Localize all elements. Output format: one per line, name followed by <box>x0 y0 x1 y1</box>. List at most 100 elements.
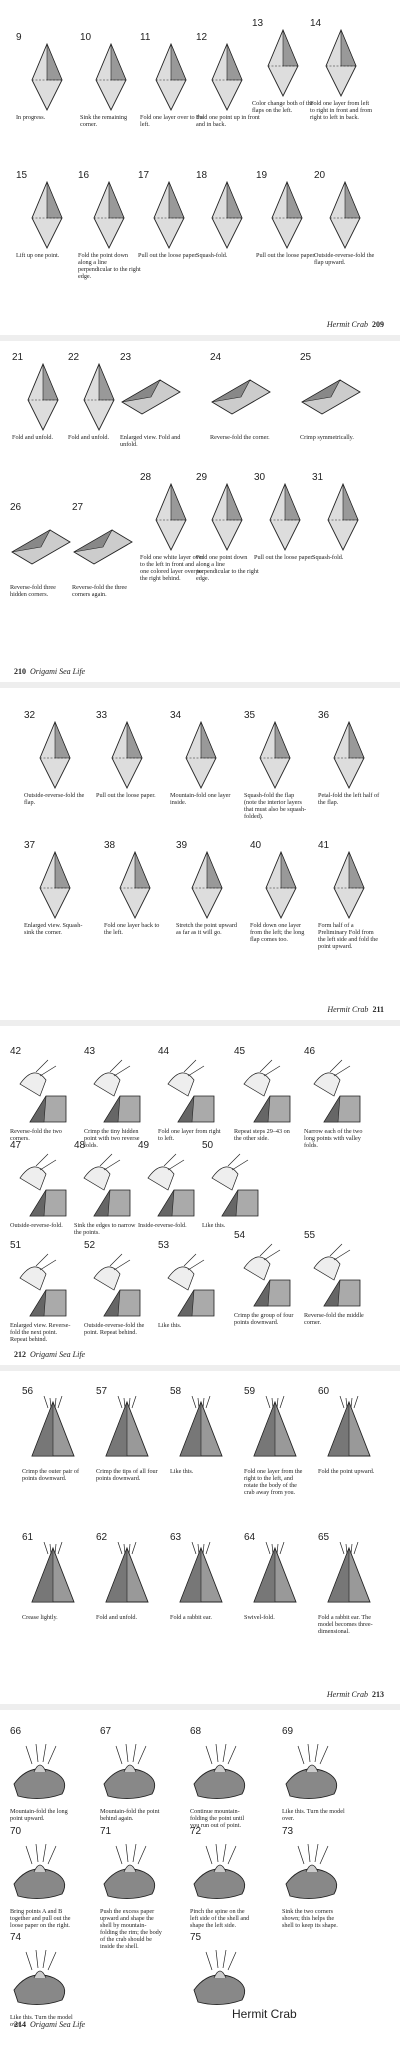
step-number: 61 <box>22 1532 34 1543</box>
step-20: 20 Outside-reverse-fold the flap upward. <box>314 170 376 290</box>
step-caption: Pull out the loose paper. <box>254 554 314 561</box>
step-number: 24 <box>210 352 222 363</box>
fold-diagram <box>138 1150 200 1225</box>
step-caption: Lift up one point. <box>16 252 60 259</box>
fold-diagram <box>312 482 374 557</box>
fold-diagram <box>68 362 130 437</box>
step-caption: Crimp the group of four points downward. <box>234 1312 294 1326</box>
step-number: 49 <box>138 1140 150 1151</box>
step-number: 71 <box>100 1826 112 1837</box>
fold-diagram <box>300 362 362 437</box>
fold-diagram <box>310 28 372 103</box>
step-number: 48 <box>74 1140 86 1151</box>
step-number: 50 <box>202 1140 214 1151</box>
step-number: 21 <box>12 352 24 363</box>
step-37: 37 Enlarged view. Squash-sink the corner… <box>24 840 86 960</box>
fold-diagram <box>104 850 166 925</box>
step-number: 46 <box>304 1046 316 1057</box>
step-caption: Petal-fold the left half of the flap. <box>318 792 380 806</box>
fold-diagram <box>78 180 140 255</box>
fold-diagram <box>318 720 380 795</box>
step-caption: Like this. <box>202 1222 226 1229</box>
fold-diagram <box>10 1056 72 1131</box>
fold-diagram <box>282 1836 344 1911</box>
step-23: 23 Enlarged view. Fold and unfold. <box>120 352 182 472</box>
step-caption: Crimp symmetrically. <box>300 434 354 441</box>
step-caption: Pinch the spine on the left side of the … <box>190 1908 250 1929</box>
step-caption: Sink the edges to narrow the points. <box>74 1222 136 1236</box>
fold-diagram <box>244 720 306 795</box>
step-75: 75 <box>190 1932 252 2052</box>
step-30: 30 Pull out the loose paper. <box>254 472 316 592</box>
step-number: 43 <box>84 1046 96 1057</box>
step-number: 19 <box>256 170 268 181</box>
step-number: 52 <box>84 1240 96 1251</box>
step-15: 15 Lift up one point. <box>16 170 78 290</box>
step-caption: Squash-fold. <box>312 554 344 561</box>
fold-diagram <box>12 362 74 437</box>
step-54: 54 Crimp the group of four points downwa… <box>234 1230 296 1350</box>
step-number: 30 <box>254 472 266 483</box>
step-caption: Fold one layer from left to right in fro… <box>310 100 373 121</box>
step-59: 59 Fold one layer from the right to the … <box>244 1386 306 1506</box>
step-22: 22 Fold and unfold. <box>68 352 130 472</box>
step-29: 29 Fold one point down along a line perp… <box>196 472 259 592</box>
fold-diagram <box>282 1736 344 1811</box>
step-45: 45 Repeat steps 29–43 on the other side. <box>234 1046 296 1166</box>
fold-diagram <box>16 42 78 117</box>
fold-diagram <box>16 180 78 255</box>
step-caption: Crease lightly. <box>22 1614 58 1621</box>
step-67: 67 Mountain-fold the point behind again. <box>100 1726 162 1846</box>
fold-diagram <box>190 1736 252 1811</box>
step-number: 41 <box>318 840 330 851</box>
fold-diagram <box>84 1056 146 1131</box>
step-caption: Fold the point down along a line perpend… <box>78 252 141 280</box>
step-caption: Fold and unfold. <box>68 434 110 441</box>
step-number: 39 <box>176 840 188 851</box>
step-number: 27 <box>72 502 84 513</box>
step-caption: Crimp the tips of all four points downwa… <box>96 1468 158 1482</box>
fold-diagram <box>176 850 238 925</box>
step-61: 61 Crease lightly. <box>22 1532 84 1652</box>
step-68: 68 Continue mountain-folding the point u… <box>190 1726 252 1846</box>
book-page-212: 42 Reverse-fold the two corners. 43 Crimp… <box>0 1030 400 1365</box>
step-number: 57 <box>96 1386 108 1397</box>
step-caption: Fold and unfold. <box>96 1614 138 1621</box>
fold-diagram <box>190 1836 252 1911</box>
book-page-214: 66 Mountain-fold the long point upward.6… <box>0 1712 400 2035</box>
page-divider <box>0 1020 400 1026</box>
step-caption: Pull out the loose paper. <box>256 252 316 259</box>
fold-diagram <box>84 1250 146 1325</box>
step-caption: Reverse-fold the corner. <box>210 434 270 441</box>
fold-diagram <box>196 482 258 557</box>
footer-title: Origami Sea Life <box>30 1350 86 1359</box>
step-number: 32 <box>24 710 36 721</box>
step-number: 69 <box>282 1726 294 1737</box>
step-caption: Fold a rabbit ear. <box>170 1614 212 1621</box>
step-caption: Color change both of the flaps on the le… <box>252 100 314 114</box>
step-number: 42 <box>10 1046 22 1057</box>
step-caption: Bring points A and B together and pull o… <box>10 1908 71 1929</box>
fold-diagram <box>10 1942 72 2017</box>
step-number: 66 <box>10 1726 22 1737</box>
step-number: 15 <box>16 170 28 181</box>
step-number: 34 <box>170 710 182 721</box>
step-caption: Mountain-fold one layer inside. <box>170 792 231 806</box>
step-14: 14 Fold one layer from left to right in … <box>310 18 372 138</box>
final-model-title: Hermit Crab <box>232 2007 297 2021</box>
fold-diagram <box>318 1541 380 1617</box>
step-caption: Reverse-fold the middle corner. <box>304 1312 364 1326</box>
step-caption: Push the excess paper upward and shape t… <box>100 1908 162 1950</box>
fold-diagram <box>100 1736 162 1811</box>
step-caption: In progress. <box>16 114 46 121</box>
step-18: 18 Squash-fold. <box>196 170 258 290</box>
fold-diagram <box>234 1240 296 1315</box>
step-caption: Reverse-fold the two corners. <box>10 1128 62 1142</box>
fold-diagram <box>304 1240 366 1315</box>
step-caption: Outside-reverse-fold the point. Repeat b… <box>84 1322 145 1336</box>
step-number: 11 <box>140 32 151 43</box>
fold-diagram <box>318 1395 380 1471</box>
step-caption: Like this. <box>158 1322 182 1329</box>
footer-title: Hermit Crab <box>326 320 368 329</box>
